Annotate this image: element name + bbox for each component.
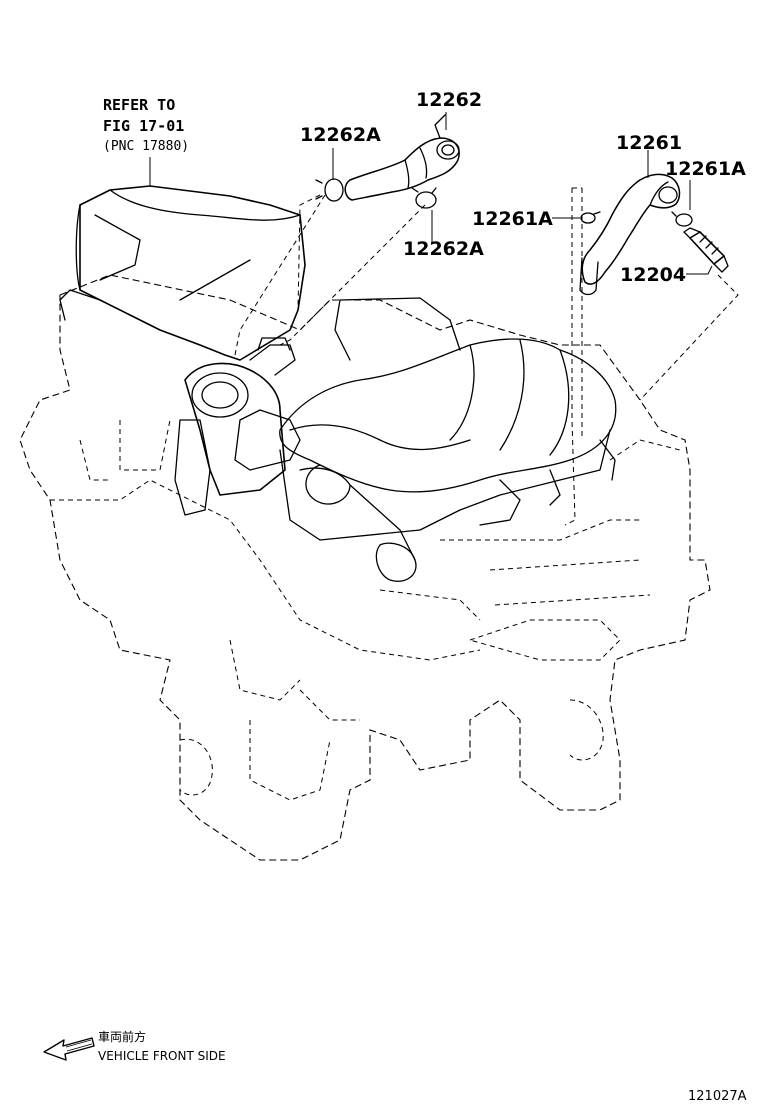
leader-lines — [149, 112, 713, 275]
part-label-12204[interactable]: 12204 — [620, 264, 686, 286]
pcv-valve-12204 — [683, 227, 729, 273]
refer-note-line2: FIG 17-01 — [103, 117, 184, 135]
refer-note-line1: REFER TO — [103, 96, 175, 114]
hose-clamp-12262a-top — [315, 178, 344, 202]
arrow-left-icon — [43, 1037, 95, 1061]
part-label-12261a-left[interactable]: 12261A — [472, 208, 553, 230]
direction-indicator: 車両前方 VEHICLE FRONT SIDE — [43, 1029, 226, 1063]
part-label-12262a-top[interactable]: 12262A — [300, 124, 381, 146]
air-cleaner-housing — [59, 185, 306, 361]
intake-manifold — [279, 297, 617, 582]
figure-code: 121027A — [688, 1089, 747, 1104]
engine-block-outline — [19, 274, 711, 861]
part-label-12261a-right[interactable]: 12261A — [665, 158, 746, 180]
ventilation-hose-12262 — [344, 114, 460, 201]
part-label-12262[interactable]: 12262 — [416, 89, 482, 111]
hose-clamp-12261a-right — [671, 211, 693, 227]
throttle-body — [174, 337, 301, 516]
refer-note-line3: (PNC 17880) — [103, 139, 189, 154]
part-label-12261[interactable]: 12261 — [616, 132, 682, 154]
vehicle-front-jp-label: 車両前方 — [98, 1029, 146, 1044]
hose-clamp-12261a-left — [580, 211, 601, 224]
hose-clamp-12262a-bottom — [411, 187, 437, 209]
ventilation-hose-12261 — [579, 173, 681, 296]
assembly-guide-lines — [234, 187, 739, 526]
part-label-12262a-bottom[interactable]: 12262A — [403, 238, 484, 260]
vehicle-front-en-label: VEHICLE FRONT SIDE — [98, 1049, 226, 1063]
